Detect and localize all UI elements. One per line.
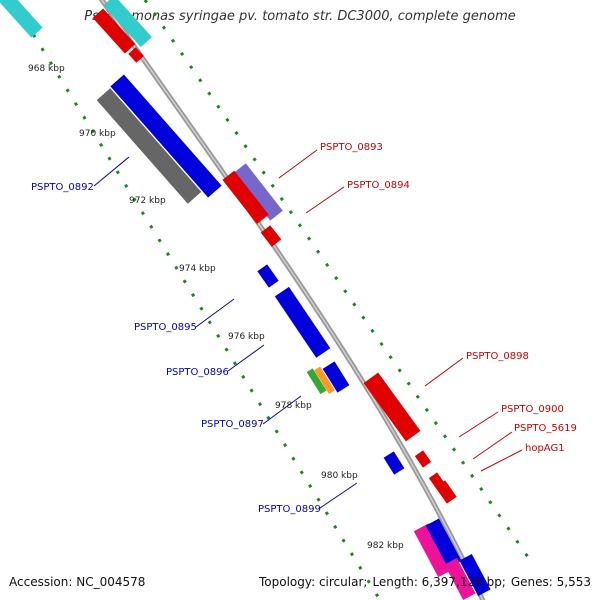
gene-PSPTO_0893-feature [233,163,283,221]
kbp-tick-label: 976 kbp [228,332,265,342]
gene-PSPTO_0900-feature [414,450,432,468]
gene-label-PSPTO_5619[interactable]: PSPTO_5619 [514,423,577,434]
gene-PSPTO_0895-feature [257,264,279,288]
leader-PSPTO_0896 [227,344,265,372]
red-feature-small-top [128,47,144,63]
leader-PSPTO_0897 [262,395,302,425]
outer-dotted-track [143,0,532,561]
length-text: Length: 6,397,126 bp; [372,575,506,589]
gene-label-PSPTO_0892[interactable]: PSPTO_0892 [31,182,94,193]
kbp-tick-label: 972 kbp [129,196,166,206]
gene-PSPTO_0897-orange-feature [314,366,335,394]
inner-dotted-track [10,0,382,600]
blue-small-feature-b [322,361,350,393]
gene-label-PSPTO_0896[interactable]: PSPTO_0896 [166,367,229,378]
map-title: Pseudomonas syringae pv. tomato str. DC3… [84,9,516,24]
gene-label-PSPTO_0899[interactable]: PSPTO_0899 [258,504,321,515]
gene-label-PSPTO_0898[interactable]: PSPTO_0898 [466,351,529,362]
gray-gene-feature [96,88,202,204]
leader-PSPTO_0900 [458,411,499,438]
gene-label-PSPTO_0895[interactable]: PSPTO_0895 [134,322,197,333]
kbp-tick-label: 970 kbp [79,129,116,139]
red-feature-top [92,8,136,54]
blue-feature-bottom [425,518,462,568]
gene-PSPTO_0896-feature [274,286,331,358]
kbp-tick-label: 974 kbp [179,264,216,274]
cyan-feature-b [103,0,152,48]
red-small-feature-a [260,225,282,247]
leader-PSPTO_0893 [278,149,318,179]
gene-PSPTO_0897-green-feature [306,368,327,395]
leader-PSPTO_0895 [195,298,235,328]
gene-PSPTO_0892-feature [110,74,222,198]
genes-count-text: Genes: 5,553 [510,575,591,589]
kbp-tick-label: 980 kbp [321,471,358,481]
kbp-tick-label: 968 kbp [28,64,65,74]
genome-backbone-highlight [101,0,484,600]
gene-label-PSPTO_0894[interactable]: PSPTO_0894 [347,180,410,191]
topology-text: Topology: circular; [258,575,368,589]
leader-PSPTO_5619 [472,431,513,460]
leader-PSPTO_0892 [93,156,130,187]
gene-PSPTO_0894-feature [222,170,269,224]
leader-PSPTO_0898 [424,357,464,387]
kbp-tick-label: 978 kbp [275,401,312,411]
gene-label-hopAG1[interactable]: hopAG1 [525,443,565,454]
gene-label-PSPTO_0897[interactable]: PSPTO_0897 [201,419,264,430]
blue-feature-bottom-b [459,554,491,596]
leader-PSPTO_0894 [305,186,345,214]
leader-PSPTO_0899 [319,482,358,509]
magenta-feature-bottom [444,558,476,600]
leader-hopAG1 [480,449,523,472]
kbp-tick-label: 982 kbp [367,541,404,551]
gene-label-PSPTO_0900[interactable]: PSPTO_0900 [501,404,564,415]
genome-stats: Topology: circular; Length: 6,397,126 bp;… [259,575,591,589]
cyan-feature-a [0,0,43,38]
gene-label-PSPTO_0893[interactable]: PSPTO_0893 [320,142,383,153]
gene-PSPTO_0898-feature [363,372,421,442]
magenta-feature [413,523,454,578]
gene-PSPTO_0899-feature [383,451,405,475]
gene-hopAG1-feature [435,480,457,504]
accession-text: Accession: NC_004578 [9,575,146,589]
